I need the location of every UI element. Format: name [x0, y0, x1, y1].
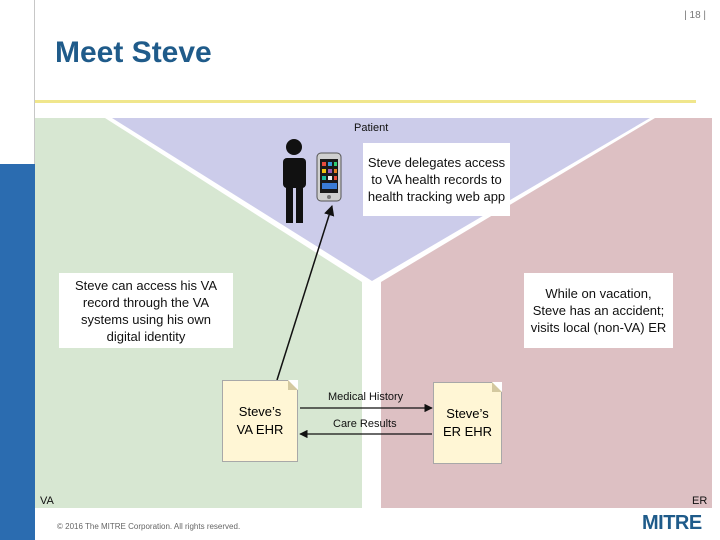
va-access-callout: Steve can access his VA record through t… [59, 273, 233, 348]
smartphone-icon [316, 152, 342, 202]
va-label: VA [40, 495, 54, 507]
left-accent-top [0, 0, 35, 164]
va-ehr-fold [288, 380, 298, 390]
delegate-arrow [276, 204, 335, 381]
er-ehr-label: Steve’s ER EHR [442, 406, 493, 439]
er-ehr-document: Steve’s ER EHR [433, 382, 502, 464]
left-accent-line [34, 0, 35, 164]
left-accent-blue [0, 164, 35, 540]
left-accent-bar [0, 0, 35, 540]
er-ehr-fold [492, 382, 502, 392]
va-ehr-document: Steve’s VA EHR [222, 380, 298, 462]
title-rule [35, 100, 696, 103]
mitre-logo: MITRE [642, 512, 702, 534]
care-results-label: Care Results [333, 418, 397, 430]
medical-history-label: Medical History [328, 391, 404, 403]
patient-label: Patient [354, 122, 389, 134]
er-label: ER [692, 495, 708, 507]
person-icon [283, 139, 306, 223]
va-ehr-label: Steve’s VA EHR [236, 404, 284, 437]
page-number: | 18 | [684, 10, 706, 21]
copyright-footer: © 2016 The MITRE Corporation. All rights… [57, 522, 241, 531]
page-title: Meet Steve [55, 36, 212, 69]
delegates-callout: Steve delegates access to VA health reco… [363, 143, 510, 216]
vacation-callout: While on vacation, Steve has an accident… [524, 273, 673, 348]
